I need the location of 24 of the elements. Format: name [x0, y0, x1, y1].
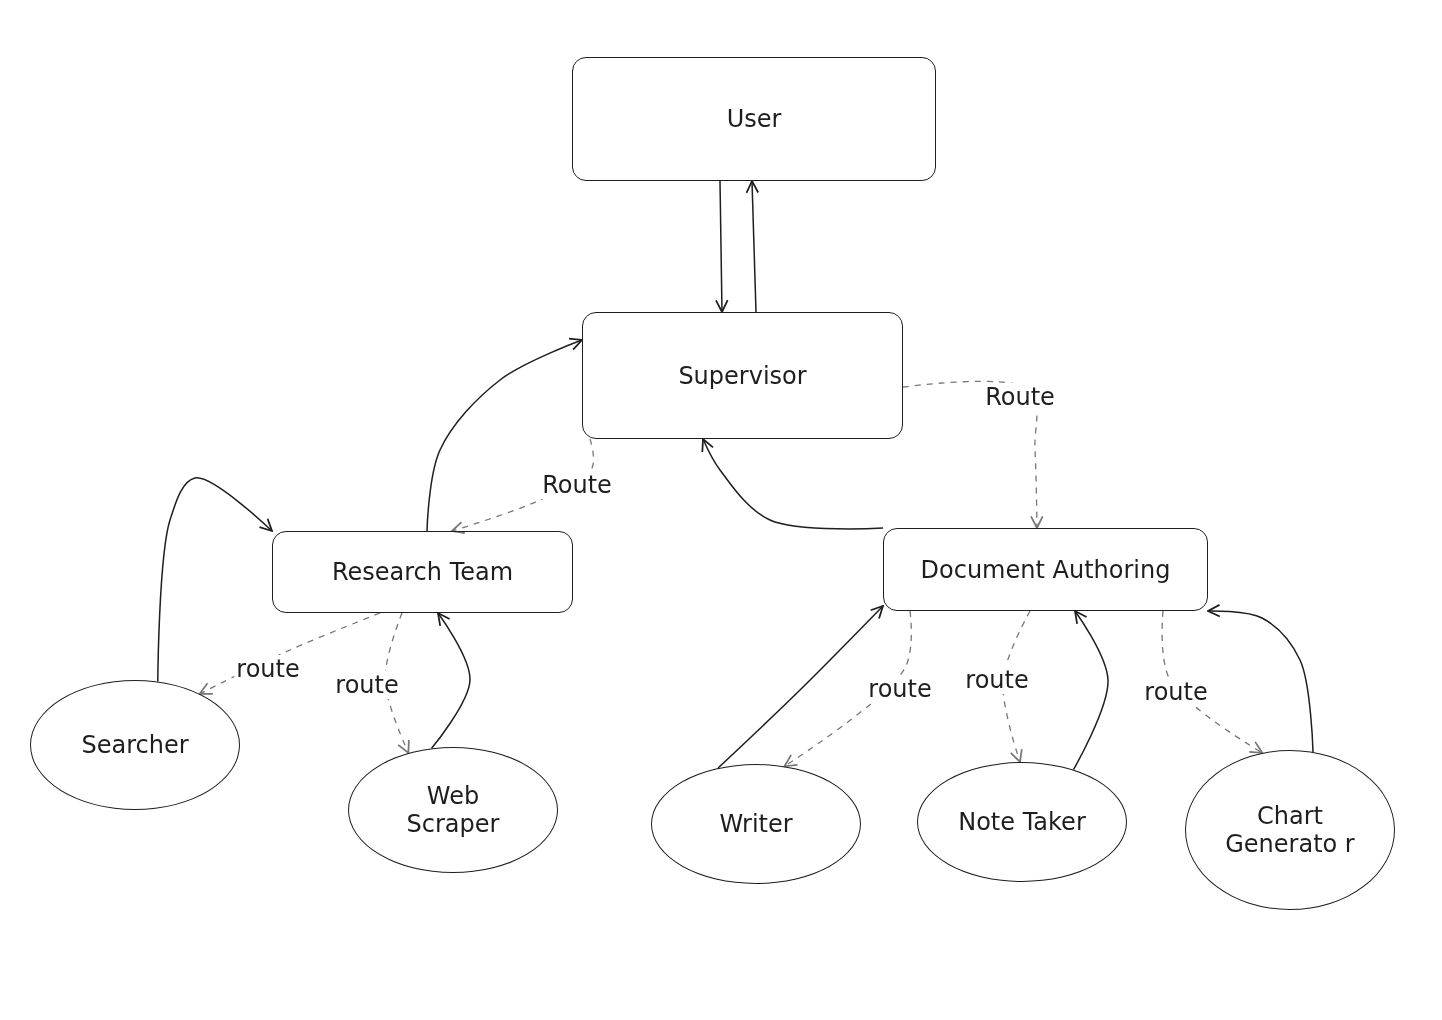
dashed-arrow	[783, 610, 912, 768]
node-label: Writer	[719, 810, 793, 838]
edge-label: Route	[540, 471, 614, 499]
process-box	[572, 57, 936, 181]
node-label: Supervisor	[678, 361, 807, 390]
arrow	[430, 612, 471, 750]
arrow	[426, 337, 583, 532]
arrow	[1072, 610, 1109, 771]
node-label: User	[726, 105, 782, 133]
node-label: Research Team	[331, 558, 514, 586]
process-box	[582, 312, 903, 439]
arrow	[715, 180, 729, 313]
process-box	[272, 531, 573, 613]
node-label: Note Taker	[958, 808, 1086, 836]
node-label: Chart Generato r	[1224, 802, 1356, 858]
process-box	[883, 528, 1208, 611]
arrow	[157, 477, 273, 683]
node-label: Web Scraper	[405, 782, 501, 838]
node-label: Searcher	[81, 731, 189, 759]
node-label: Document Authoring	[920, 555, 1171, 584]
arrow	[1207, 604, 1314, 753]
arrow	[745, 180, 760, 313]
arrow	[717, 605, 884, 769]
arrow	[701, 438, 884, 530]
